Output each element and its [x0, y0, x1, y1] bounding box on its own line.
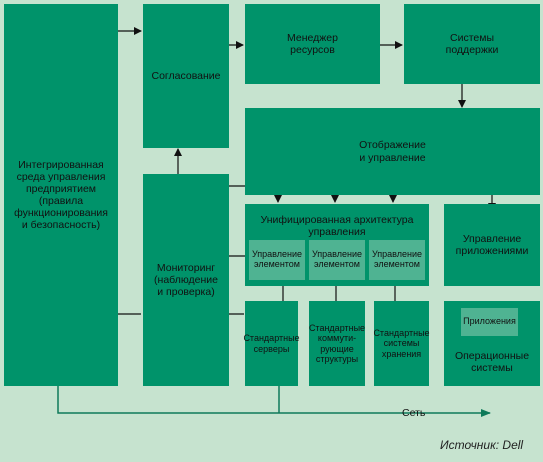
- applications-label: Приложения: [463, 316, 516, 327]
- applications-box: Приложения: [461, 308, 518, 336]
- os-label: Операционные системы: [454, 349, 530, 374]
- network-label: Сеть: [402, 407, 426, 419]
- monitoring-label: Мониторинг (наблюдение и проверка): [154, 261, 218, 299]
- element-mgmt-label-1: Управление элементом: [251, 249, 303, 269]
- monitoring-box: Мониторинг (наблюдение и проверка): [143, 174, 229, 386]
- element-mgmt-label-3: Управление элементом: [371, 249, 423, 269]
- app-mgmt-box: Управление приложениями: [444, 204, 540, 286]
- support-systems-label: Системы поддержки: [445, 31, 499, 56]
- element-mgmt-box-3: Управление элементом: [369, 240, 425, 280]
- negotiation-label: Согласование: [151, 69, 221, 82]
- resource-manager-box: Менеджер ресурсов: [245, 4, 380, 84]
- app-mgmt-label: Управление приложениями: [455, 232, 529, 257]
- std-storage-box: Стандартные системы хранения: [373, 301, 430, 386]
- std-switching-label: Стандартные коммути- рующие структуры: [308, 322, 366, 364]
- integrated-env-box: Интегрированная среда управления предпри…: [4, 4, 118, 386]
- std-servers-label: Стандартные серверы: [243, 333, 300, 354]
- element-mgmt-label-2: Управление элементом: [311, 249, 363, 269]
- network-line: [57, 386, 491, 417]
- std-storage-label: Стандартные системы хранения: [373, 327, 430, 359]
- display-mgmt-label: Отображение и управление: [359, 139, 426, 164]
- source-caption: Источник: Dell: [440, 438, 524, 452]
- std-servers-box: Стандартные серверы: [243, 301, 300, 386]
- element-mgmt-box-1: Управление элементом: [249, 240, 305, 280]
- std-switching-box: Стандартные коммути- рующие структуры: [309, 301, 365, 386]
- support-systems-box: Системы поддержки: [404, 4, 540, 84]
- element-mgmt-box-2: Управление элементом: [309, 240, 365, 280]
- integrated-env-label: Интегрированная среда управления предпри…: [14, 158, 108, 232]
- resource-manager-label: Менеджер ресурсов: [287, 31, 338, 56]
- display-mgmt-box: Отображение и управление: [245, 108, 540, 195]
- negotiation-box: Согласование: [143, 4, 229, 148]
- unified-arch-label: Унифицированная архитектура управления: [260, 214, 414, 239]
